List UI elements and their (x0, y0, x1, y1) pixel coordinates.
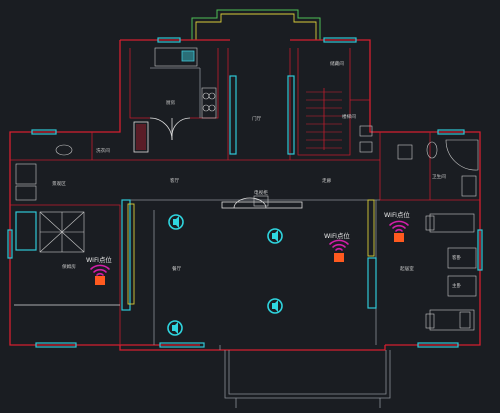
wifi-signal-icon (389, 220, 409, 232)
windows (7, 37, 483, 348)
wifi-point-1: WiFi点位 (86, 255, 112, 285)
ceiling-speakers (167, 214, 283, 336)
speaker-icon (168, 214, 184, 230)
room-label: 楼梯间 (342, 113, 356, 120)
central-hall (127, 195, 375, 350)
right-room-fixtures (397, 139, 479, 331)
inner-walls (10, 48, 480, 345)
speaker-icon (167, 320, 183, 336)
room-label: 景观区 (52, 181, 66, 187)
wifi-router-icon (394, 233, 404, 242)
left-room-fixtures (15, 144, 85, 253)
wifi-point-3: WiFi点位 (384, 210, 410, 242)
room-label: 电视柜 (254, 189, 268, 196)
kitchen-fixtures (133, 47, 217, 153)
wifi-label: WiFi点位 (324, 231, 350, 240)
room-label: 门厅 (252, 115, 262, 122)
entrance-porch (191, 9, 321, 40)
wifi-label: WiFi点位 (86, 255, 112, 264)
room-label: 保姆房 (62, 263, 76, 270)
wifi-label: WiFi点位 (384, 210, 410, 219)
room-label: 卫生间 (432, 173, 446, 180)
wifi-signal-icon (329, 239, 349, 251)
staircase (306, 88, 373, 153)
room-label: 洗衣间 (96, 147, 110, 154)
room-label: 走廊 (322, 177, 332, 184)
room-label: 主卧 (452, 282, 462, 289)
room-label: 储藏间 (330, 60, 344, 67)
wifi-router-icon (95, 276, 105, 285)
wifi-point-2: WiFi点位 (324, 231, 350, 262)
room-label: 餐厅 (172, 265, 182, 272)
wifi-router-icon (334, 253, 344, 262)
room-label: 客厅 (170, 177, 180, 184)
speaker-icon (267, 228, 283, 244)
room-labels: 储藏间 厨房 门厅 楼梯间 景观区 洗衣间 客厅 走廊 卫生间 餐厅 保姆房 起… (52, 60, 462, 289)
outer-walls (9, 39, 481, 408)
room-label: 起居室 (400, 265, 414, 272)
room-label: 厨房 (166, 99, 176, 106)
wifi-signal-icon (90, 264, 110, 276)
speaker-icon (267, 298, 283, 314)
room-label: 客卧 (452, 254, 462, 261)
